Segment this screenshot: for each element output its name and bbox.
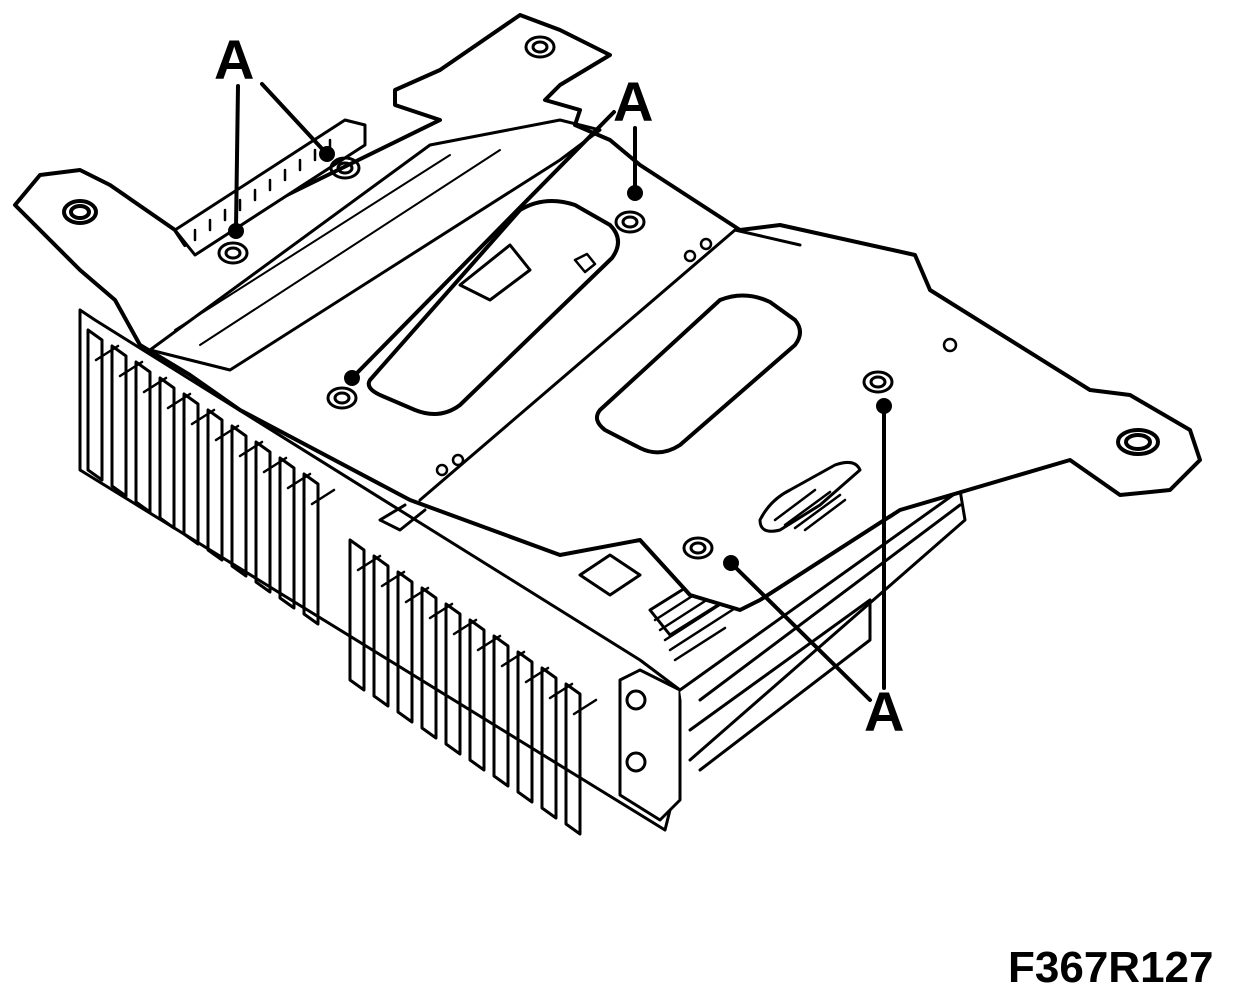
callout-label-a-bottom-right: A [864, 680, 905, 743]
screw-4 [614, 210, 646, 234]
screw-5 [326, 386, 358, 410]
heat-sink-fins [78, 308, 682, 836]
screw-6 [862, 370, 894, 394]
top-comb-ridge [173, 118, 367, 257]
figure-id: F367R127 [1008, 943, 1214, 992]
callout-label-a-top-left: A [214, 28, 255, 91]
screw-3 [524, 35, 556, 59]
leader-3a [731, 563, 872, 702]
leader-lines [234, 82, 886, 702]
screw-heads [217, 35, 894, 560]
screw-7 [682, 536, 714, 560]
callout-label-a-top-right: A [613, 70, 654, 133]
leader-dots [228, 146, 892, 571]
leader-1b [260, 82, 327, 154]
screw-1 [217, 241, 249, 265]
leader-2a [353, 110, 616, 377]
leader-1a [234, 84, 240, 230]
mounting-bracket [13, 13, 1202, 612]
screw-2 [329, 156, 361, 180]
